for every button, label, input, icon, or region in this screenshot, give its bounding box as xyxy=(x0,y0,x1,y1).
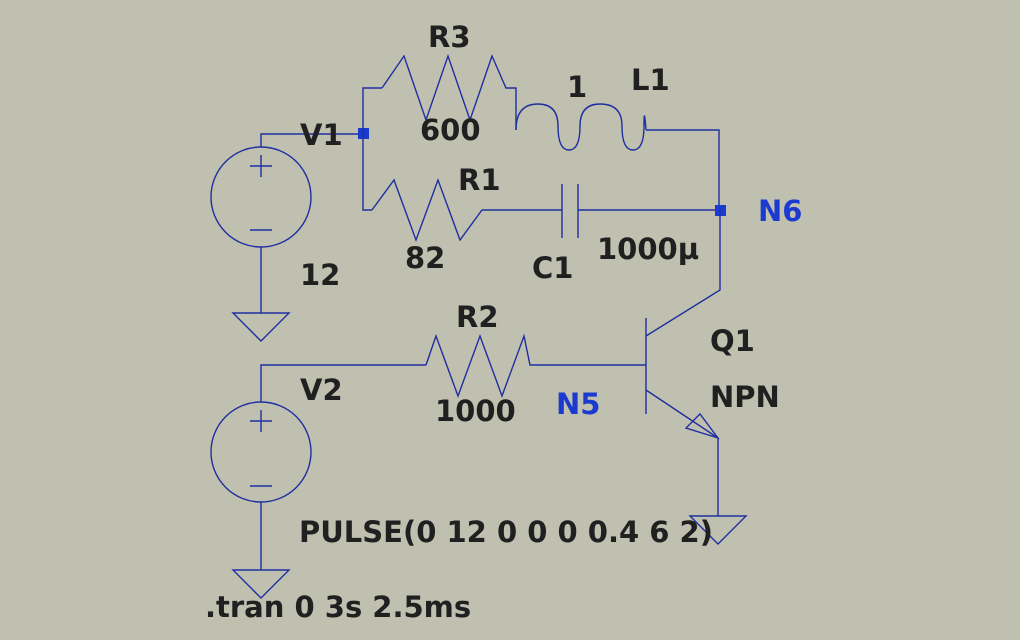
c1-name-label: C1 xyxy=(532,251,573,285)
resistor-r1[interactable] xyxy=(371,177,562,243)
r2-value-label: 1000 xyxy=(435,394,516,428)
net-label-n6: N6 xyxy=(758,194,802,228)
v2-name-label: V2 xyxy=(300,373,343,407)
node-v1-wiring xyxy=(358,87,382,211)
r3-value-label: 600 xyxy=(420,113,481,147)
v1-name-label: V1 xyxy=(300,118,343,152)
l1-value-label: 1 xyxy=(567,70,587,104)
c1-value-label: 1000µ xyxy=(597,232,699,266)
simulation-directive[interactable]: .tran 0 3s 2.5ms xyxy=(205,590,471,624)
voltage-source-v1[interactable] xyxy=(210,133,363,313)
voltage-source-v2[interactable] xyxy=(210,364,426,570)
r2-name-label: R2 xyxy=(456,300,499,334)
v2-value-label: PULSE(0 12 0 0 0 0.4 6 2) xyxy=(299,515,713,549)
ground-symbol-v1 xyxy=(231,312,291,342)
ground-symbol-v2 xyxy=(231,569,291,599)
net-label-n5: N5 xyxy=(556,387,600,421)
capacitor-c1[interactable] xyxy=(561,184,719,238)
inductor-l1[interactable] xyxy=(515,103,720,210)
resistor-r3[interactable] xyxy=(381,53,517,130)
q1-name-label: Q1 xyxy=(710,324,755,358)
r3-name-label: R3 xyxy=(428,20,471,54)
resistor-r2[interactable] xyxy=(425,333,646,399)
r1-name-label: R1 xyxy=(458,163,501,197)
transistor-q1[interactable] xyxy=(645,318,720,516)
l1-name-label: L1 xyxy=(631,63,670,97)
q1-model-label: NPN xyxy=(710,380,780,414)
node-n6 xyxy=(645,205,726,337)
ground-symbol-q1 xyxy=(688,515,748,545)
r1-value-label: 82 xyxy=(405,241,445,275)
v1-value-label: 12 xyxy=(300,258,340,292)
